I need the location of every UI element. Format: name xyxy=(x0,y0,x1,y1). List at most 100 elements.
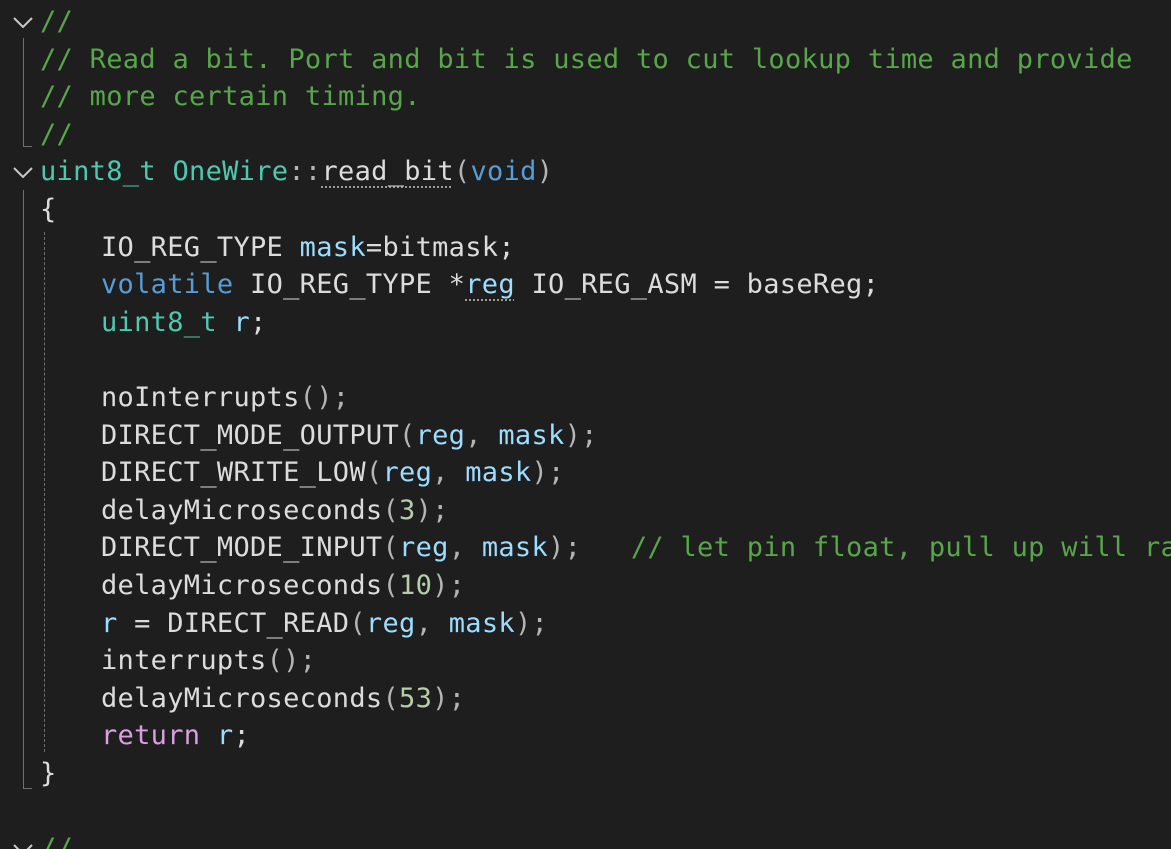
code-token: // more certain timing. xyxy=(40,81,421,113)
code-text: // xyxy=(40,3,73,41)
code-line[interactable]: } xyxy=(0,755,1171,793)
code-token: ); xyxy=(548,532,631,564)
code-token: = DIRECT_READ xyxy=(117,607,350,639)
code-token: ( xyxy=(399,419,416,451)
code-token: DIRECT_MODE_INPUT xyxy=(101,532,383,564)
code-line[interactable]: noInterrupts(); xyxy=(0,379,1171,417)
code-token: ( xyxy=(382,570,400,601)
code-token: return xyxy=(101,720,201,752)
code-token: IO_REG_TYPE * xyxy=(233,269,466,301)
code-line[interactable]: delayMicroseconds(10); xyxy=(0,567,1171,605)
code-line[interactable]: // xyxy=(0,830,1171,849)
chevron-down-icon[interactable] xyxy=(12,163,34,181)
code-line[interactable]: delayMicroseconds(3); xyxy=(0,492,1171,530)
code-text: delayMicroseconds(53); xyxy=(101,680,465,718)
code-token: ( xyxy=(365,457,383,489)
code-text: DIRECT_MODE_OUTPUT(reg, mask); xyxy=(101,417,598,455)
code-text: uint8_t r; xyxy=(101,304,267,342)
code-line[interactable]: DIRECT_MODE_OUTPUT(reg, mask); xyxy=(0,417,1171,455)
code-token: ( xyxy=(382,682,400,714)
code-token: { xyxy=(40,194,57,225)
code-token: reg xyxy=(382,457,433,489)
code-token: void xyxy=(470,156,537,188)
code-token: interrupts xyxy=(101,645,267,677)
code-token: , xyxy=(448,532,482,564)
outline-guide xyxy=(23,190,24,788)
code-text: // xyxy=(40,116,73,154)
code-token: =bitmask; xyxy=(365,231,515,263)
code-line[interactable]: // more certain timing. xyxy=(0,78,1171,116)
code-token: ( xyxy=(382,532,400,564)
code-line[interactable]: delayMicroseconds(53); xyxy=(0,680,1171,718)
code-token: :: xyxy=(288,156,322,188)
code-token: DIRECT_WRITE_LOW xyxy=(101,457,366,489)
code-token: volatile xyxy=(101,269,234,301)
code-line[interactable] xyxy=(0,341,1171,379)
code-token: ( xyxy=(453,156,471,188)
code-token: , xyxy=(465,419,499,451)
code-token: ; xyxy=(250,306,267,338)
code-token: (); xyxy=(299,382,350,413)
code-text: } xyxy=(40,755,57,793)
code-token: DIRECT_MODE_OUTPUT xyxy=(101,419,399,451)
outline-guide xyxy=(23,146,32,147)
code-token: 10 xyxy=(399,570,433,601)
code-token: r xyxy=(233,306,251,338)
code-token: // xyxy=(40,118,74,150)
code-line[interactable]: interrupts(); xyxy=(0,642,1171,680)
code-token: ); xyxy=(415,494,449,526)
code-line[interactable]: r = DIRECT_READ(reg, mask); xyxy=(0,605,1171,643)
code-token: uint8_t xyxy=(101,306,217,338)
code-line[interactable]: volatile IO_REG_TYPE *reg IO_REG_ASM = b… xyxy=(0,266,1171,304)
chevron-down-icon[interactable] xyxy=(12,13,34,31)
code-token: reg xyxy=(365,607,416,639)
code-line[interactable] xyxy=(0,793,1171,831)
code-token: // Read a bit. Port and bit is used to c… xyxy=(40,43,1133,75)
code-token: delayMicroseconds xyxy=(101,682,383,714)
code-line[interactable]: IO_REG_TYPE mask=bitmask; xyxy=(0,229,1171,267)
chevron-down-icon[interactable] xyxy=(12,840,34,849)
code-token: mask xyxy=(299,231,366,263)
code-token: ) xyxy=(536,156,554,188)
code-token: r xyxy=(216,720,234,752)
code-token xyxy=(283,232,300,263)
code-line[interactable]: DIRECT_MODE_INPUT(reg, mask); // let pin… xyxy=(0,529,1171,567)
code-token xyxy=(200,720,217,751)
indent-guide xyxy=(44,232,45,752)
code-text: // xyxy=(40,830,73,849)
code-token: read_bit xyxy=(321,156,454,188)
outline-guide xyxy=(23,38,24,146)
code-line[interactable]: uint8_t OneWire::read_bit(void) xyxy=(0,153,1171,191)
code-line[interactable]: { xyxy=(0,191,1171,229)
code-token: reg xyxy=(415,419,466,451)
code-token xyxy=(156,156,173,187)
code-line[interactable]: return r; xyxy=(0,717,1171,755)
code-text: uint8_t OneWire::read_bit(void) xyxy=(40,153,553,191)
code-line[interactable]: uint8_t r; xyxy=(0,304,1171,342)
code-token: // xyxy=(40,833,74,849)
code-token: reg xyxy=(399,532,449,564)
code-token: delayMicroseconds xyxy=(101,494,383,526)
code-token xyxy=(217,307,234,338)
code-token: delayMicroseconds xyxy=(101,570,383,601)
code-token: // xyxy=(40,6,74,37)
code-token: ); xyxy=(432,570,466,601)
code-line[interactable]: // xyxy=(0,3,1171,41)
code-token: mask xyxy=(481,532,549,564)
code-token: mask xyxy=(465,457,532,489)
code-text: r = DIRECT_READ(reg, mask); xyxy=(101,605,548,643)
code-line[interactable]: // Read a bit. Port and bit is used to c… xyxy=(0,41,1171,79)
code-token: noInterrupts xyxy=(101,382,300,413)
code-text: // more certain timing. xyxy=(40,78,421,116)
code-line[interactable]: // xyxy=(0,116,1171,154)
code-text: volatile IO_REG_TYPE *reg IO_REG_ASM = b… xyxy=(101,266,879,304)
code-line[interactable]: DIRECT_WRITE_LOW(reg, mask); xyxy=(0,454,1171,492)
code-text: interrupts(); xyxy=(101,642,316,680)
code-token: ; xyxy=(233,720,251,752)
code-token: 3 xyxy=(399,494,416,526)
code-text: IO_REG_TYPE mask=bitmask; xyxy=(101,229,515,267)
code-token: ); xyxy=(564,419,598,451)
outline-guide xyxy=(23,788,32,789)
code-token: ( xyxy=(349,607,366,639)
